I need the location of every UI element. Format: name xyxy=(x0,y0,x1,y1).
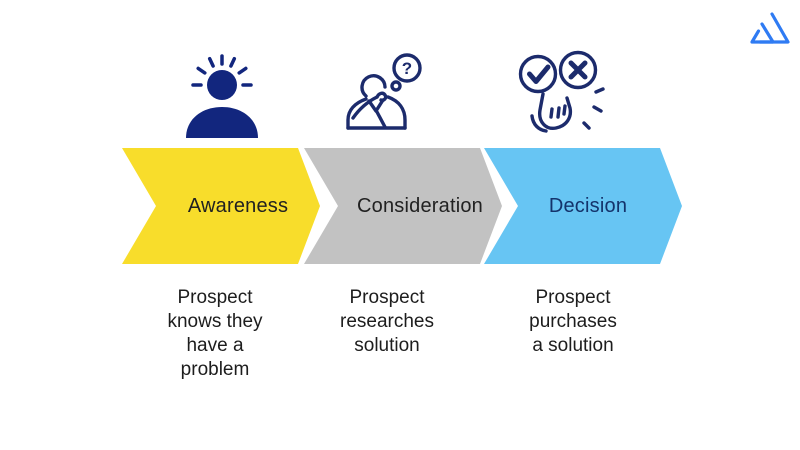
arrow-decision-shape xyxy=(484,148,682,264)
mountain-brand-logo-icon xyxy=(750,12,790,44)
arrow-awareness-shape xyxy=(122,148,320,264)
hand-choosing-check-over-x-icon xyxy=(518,50,605,133)
thinking-person-question-bubble-icon: ? xyxy=(346,53,422,130)
arrow-consideration-shape xyxy=(304,148,502,264)
stage-description-consideration: Prospect researches solution xyxy=(340,287,434,356)
stage-description-decision: Prospect purchases a solution xyxy=(529,287,617,356)
stage-label-consideration: Consideration xyxy=(356,194,483,217)
stage-label-awareness: Awareness xyxy=(187,194,289,217)
stage-description-awareness: Prospect knows they have a problem xyxy=(167,287,263,380)
stage-label-decision: Decision xyxy=(548,194,628,217)
person-with-idea-rays-icon xyxy=(186,54,258,138)
question-mark-glyph: ? xyxy=(402,59,412,78)
